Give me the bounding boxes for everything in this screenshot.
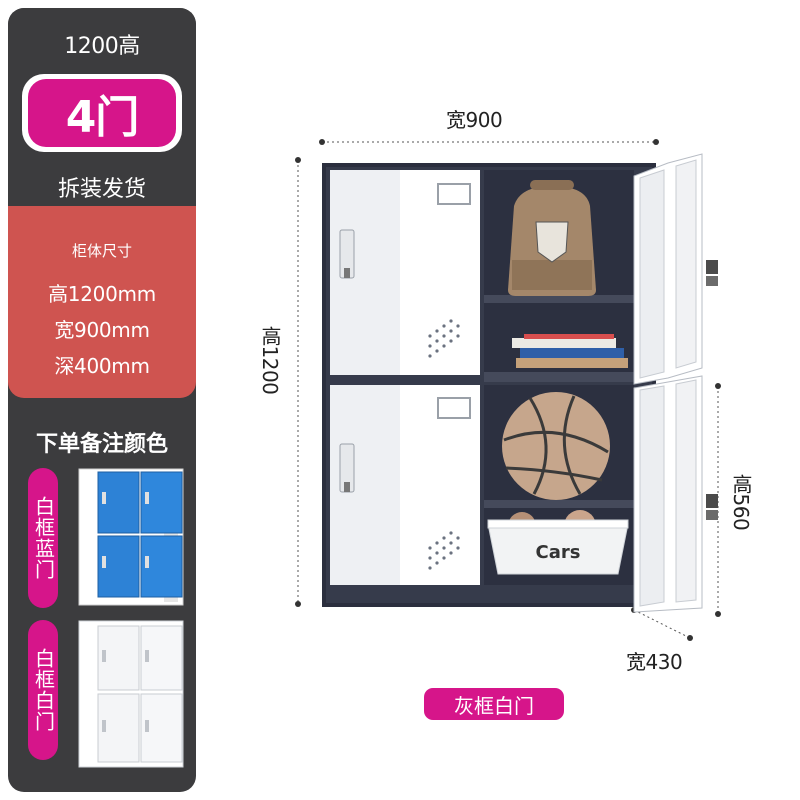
variant-blue-doors[interactable]: 白框蓝门 <box>8 468 196 618</box>
color-note: 下单备注颜色 <box>35 432 168 457</box>
height-dimension-label: 高1200 <box>258 326 282 395</box>
door-count-text: 4门 <box>28 79 176 147</box>
closed-door-top <box>330 170 480 375</box>
dimension-height: 高1200mm <box>48 282 156 306</box>
door-count-badge: 4门 <box>22 74 182 152</box>
variant-white-label: 白框白门 <box>28 620 58 760</box>
color-scheme-badge: 灰框白门 <box>424 688 564 720</box>
dimensions-panel: 柜体尺寸 高1200mm 宽900mm 深400mm <box>8 206 196 398</box>
variant-white-doors[interactable]: 白框白门 <box>8 620 196 770</box>
spec-sidebar: 1200高 4门 柜体尺寸 高1200mm 宽900mm 深400mm 拆装发货… <box>8 8 196 792</box>
width-dimension-label: 宽900 <box>446 108 503 132</box>
books-image <box>512 334 628 368</box>
dimension-width: 宽900mm <box>54 318 150 342</box>
dimensions-title: 柜体尺寸 <box>71 242 132 260</box>
basketball-image <box>502 392 610 500</box>
box-label: Cars <box>536 542 581 563</box>
height-spec-label: 1200高 <box>64 34 140 59</box>
variant-blue-label: 白框蓝门 <box>28 468 58 608</box>
cabinet-blue-thumbnail <box>78 468 184 606</box>
dimension-depth: 深400mm <box>54 354 150 378</box>
spec-header: 1200高 4门 <box>8 8 196 228</box>
door-height-dimension-label: 高560 <box>729 474 753 531</box>
open-door-bottom <box>633 375 718 613</box>
shipping-label: 拆装发货 <box>57 177 146 202</box>
door-width-dimension-label: 宽430 <box>626 650 683 674</box>
cabinet-illustration: Cars <box>295 139 721 641</box>
closed-door-bottom <box>330 385 480 585</box>
cabinet-white-thumbnail <box>78 620 184 768</box>
storage-box-image: Cars <box>487 510 629 575</box>
open-door-top <box>633 153 718 385</box>
backpack-image <box>508 180 596 296</box>
